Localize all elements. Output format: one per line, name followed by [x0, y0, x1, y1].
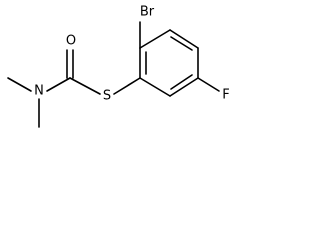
bond-ring-inner-c3-c4 — [170, 36, 193, 51]
atom-label-bromine: Br — [140, 5, 155, 20]
bond-n-methyl-left — [7, 77, 32, 92]
bond-n-carbonyl — [46, 77, 71, 92]
bond-ring-c5-c6 — [169, 77, 199, 97]
bond-s-ring — [113, 77, 141, 95]
bond-ring-c3-c4 — [169, 29, 199, 49]
bond-ring-f — [197, 77, 220, 92]
bond-ring-c2-c3 — [139, 29, 171, 49]
atom-label-nitrogen: N — [34, 84, 44, 99]
chemical-structure-diagram: Br O N S F — [7, 5, 230, 128]
atom-label-oxygen: O — [66, 34, 76, 49]
atom-label-fluorine: F — [222, 88, 229, 103]
bond-ring-inner-c5-c6 — [170, 74, 193, 90]
atom-label-sulfur: S — [103, 89, 111, 104]
bond-carbonyl-s — [69, 77, 101, 95]
bond-ring-c6-c1 — [139, 77, 171, 97]
